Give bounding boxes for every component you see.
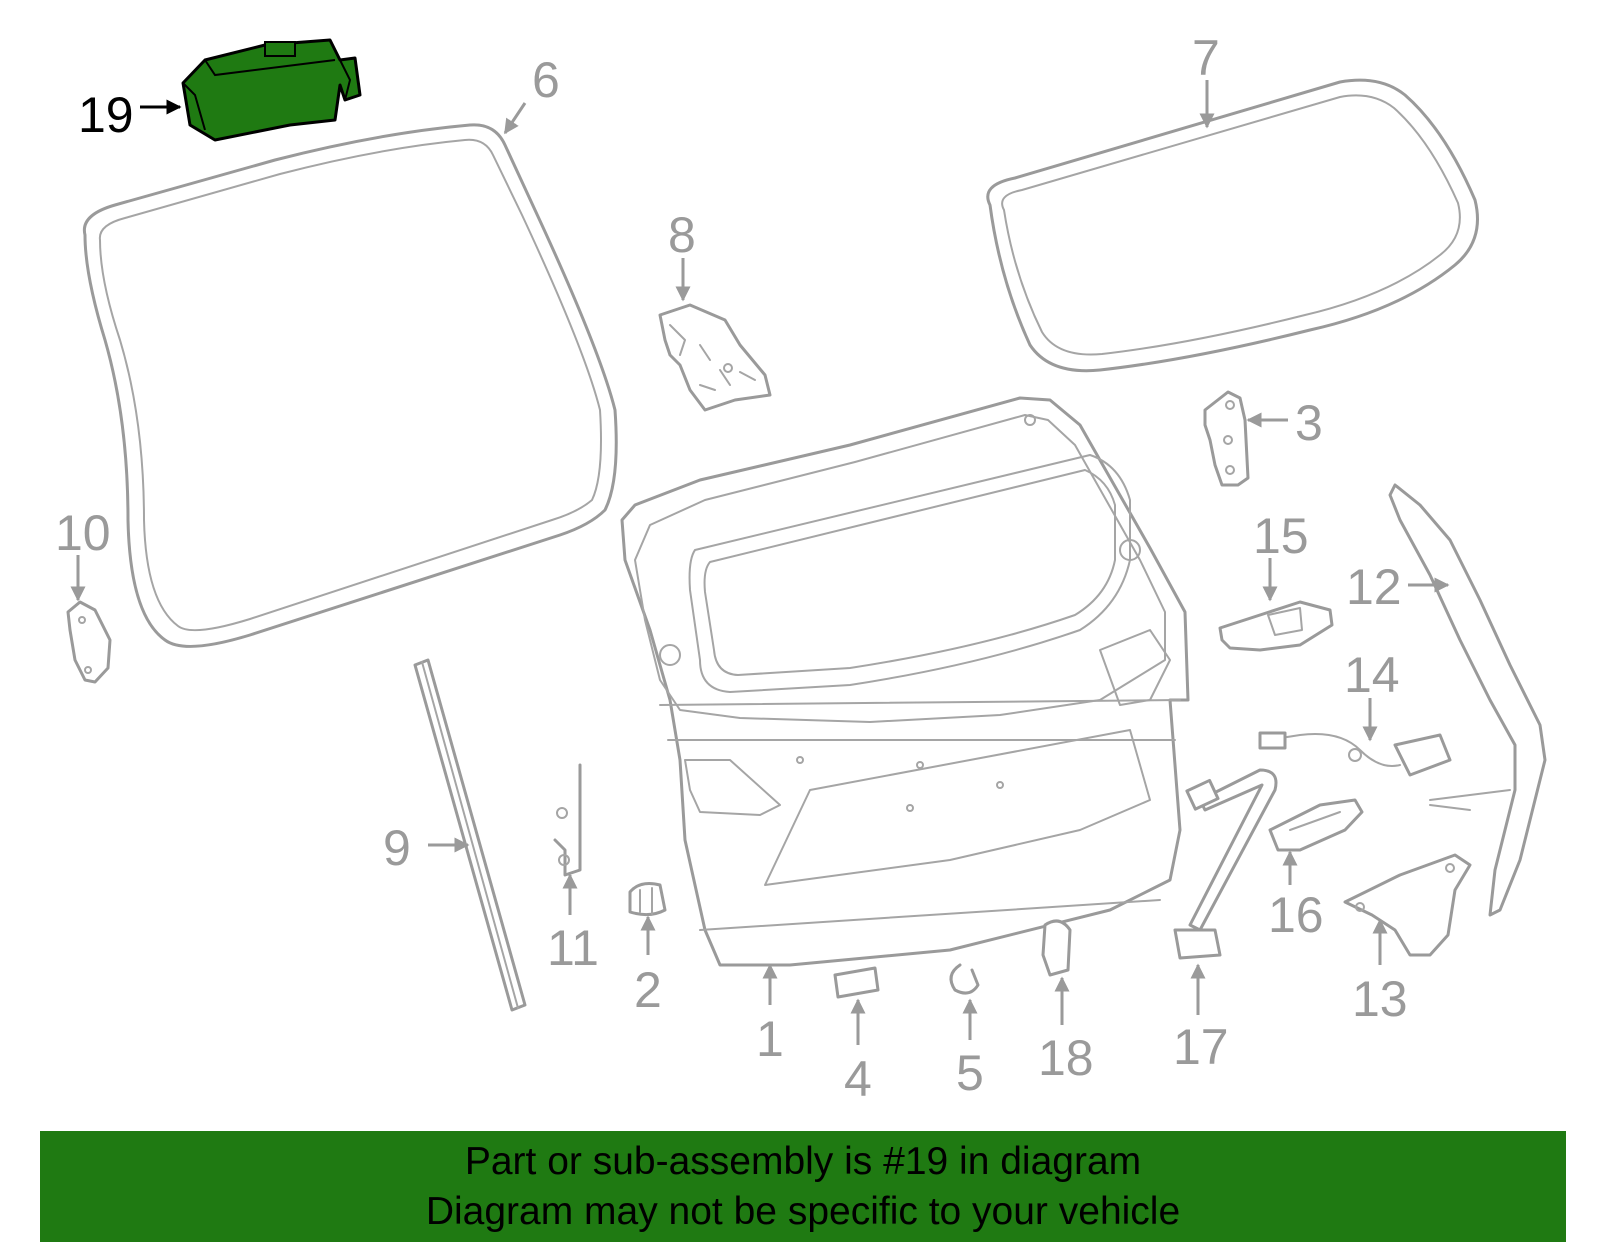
callout-2[interactable]: 2 <box>634 962 662 1018</box>
callout-17[interactable]: 17 <box>1173 1019 1229 1075</box>
part-16-switch <box>1268 798 1364 852</box>
part-info-banner: Part or sub-assembly is #19 in diagram D… <box>40 1131 1566 1242</box>
part-3-bracket <box>1203 390 1250 487</box>
part-18-cap <box>1041 919 1072 977</box>
part-11-bracket <box>553 763 582 877</box>
callout-8[interactable]: 8 <box>668 207 696 263</box>
part-8-hinge <box>658 303 772 412</box>
part-15-bracket <box>1218 600 1334 652</box>
banner-line-2: Diagram may not be specific to your vehi… <box>425 1190 1181 1233</box>
part-14-wiring <box>1258 731 1452 777</box>
part-19-highlighted[interactable] <box>181 38 362 142</box>
part-1-liftgate <box>620 396 1190 967</box>
part-7-glass <box>986 78 1479 373</box>
callout-18[interactable]: 18 <box>1038 1030 1094 1086</box>
callout-14[interactable]: 14 <box>1344 647 1400 703</box>
callout-1[interactable]: 1 <box>756 1011 784 1067</box>
callout-19[interactable]: 19 <box>78 87 134 143</box>
callout-11[interactable]: 11 <box>547 920 599 976</box>
part-9-strut <box>413 658 527 1012</box>
callout-16[interactable]: 16 <box>1268 887 1324 943</box>
part-13-latch <box>1343 853 1472 957</box>
callout-10[interactable]: 10 <box>55 505 111 561</box>
callout-arrows <box>70 80 1450 1045</box>
part-10-bracket <box>66 600 112 684</box>
callout-15[interactable]: 15 <box>1253 508 1309 564</box>
part-6-weatherstrip <box>82 123 618 648</box>
callout-3[interactable]: 3 <box>1295 395 1323 451</box>
callout-5[interactable]: 5 <box>956 1045 984 1101</box>
callout-12[interactable]: 12 <box>1346 559 1402 615</box>
callout-9[interactable]: 9 <box>383 820 411 876</box>
part-17-cable <box>1173 768 1278 960</box>
part-2-bumper <box>628 882 667 917</box>
part-5-clip <box>949 963 980 995</box>
part-12-garnish <box>1388 483 1547 917</box>
callout-7[interactable]: 7 <box>1192 30 1220 86</box>
banner-line-1: Part or sub-assembly is #19 in diagram <box>464 1140 1142 1183</box>
callout-6[interactable]: 6 <box>532 52 560 108</box>
callout-4[interactable]: 4 <box>844 1051 872 1107</box>
callout-13[interactable]: 13 <box>1352 971 1408 1027</box>
part-4-plate <box>833 966 880 999</box>
